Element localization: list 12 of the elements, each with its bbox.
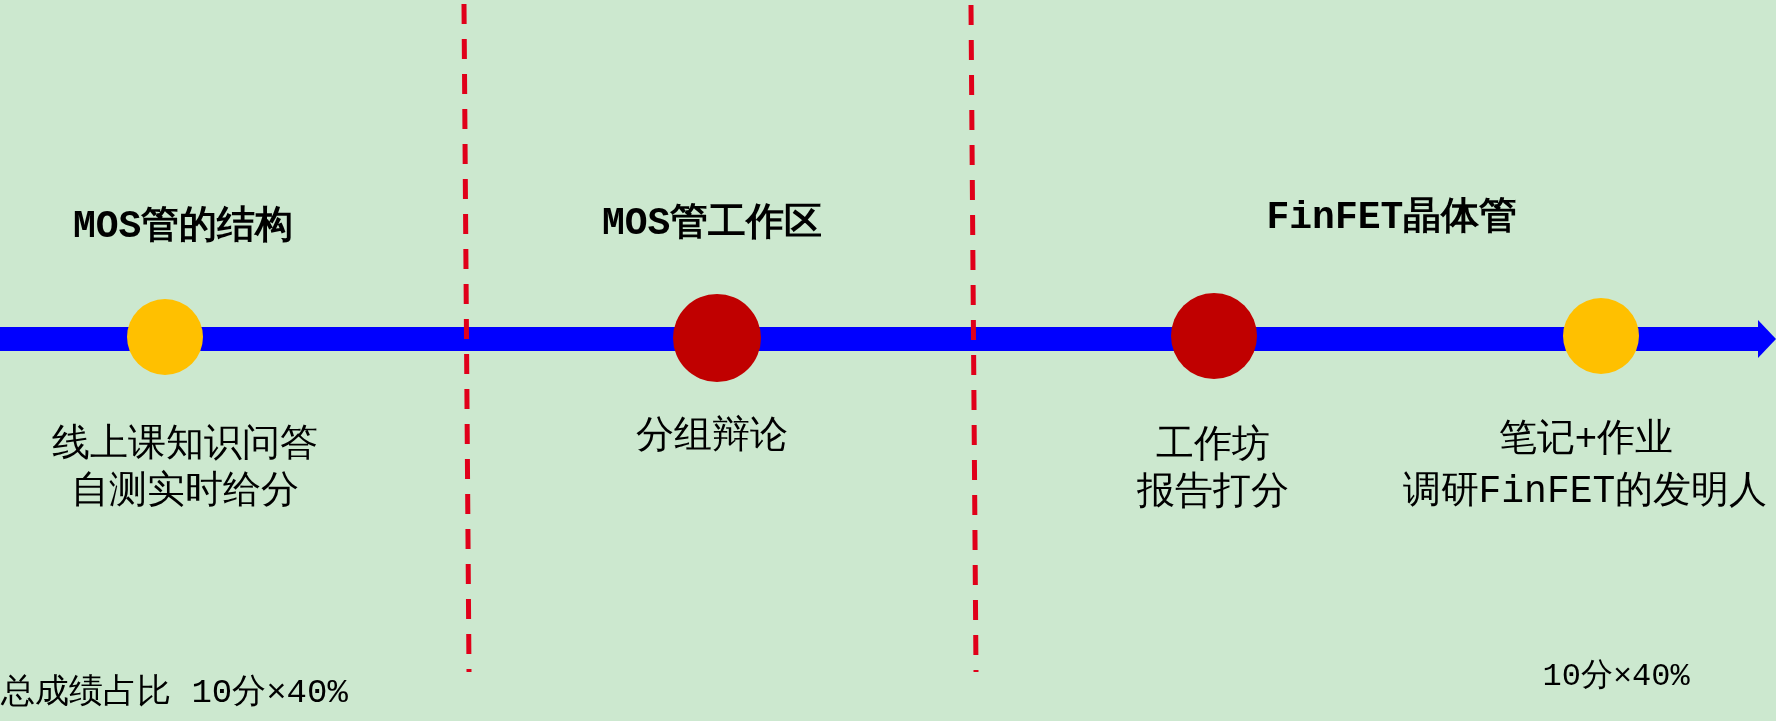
score-note: 10分×40% xyxy=(1542,658,1690,696)
section-heading: MOS管工作区 xyxy=(602,202,823,246)
section-heading: MOS管的结构 xyxy=(73,205,294,249)
section-heading: FinFET晶体管 xyxy=(1266,196,1518,240)
activity-text: 报告打分 xyxy=(1137,471,1289,515)
activity-text: 分组辩论 xyxy=(636,415,788,459)
activity-text: 线上课知识问答 xyxy=(52,423,318,467)
activity-text: 调研FinFET的发明人 xyxy=(1402,470,1768,514)
score-note: 总成绩占比 10分×40% xyxy=(1,673,348,713)
activity-text: 工作坊 xyxy=(1156,424,1270,468)
activity-text: 自测实时给分 xyxy=(71,470,299,514)
activity-text: 笔记+作业 xyxy=(1498,418,1674,462)
